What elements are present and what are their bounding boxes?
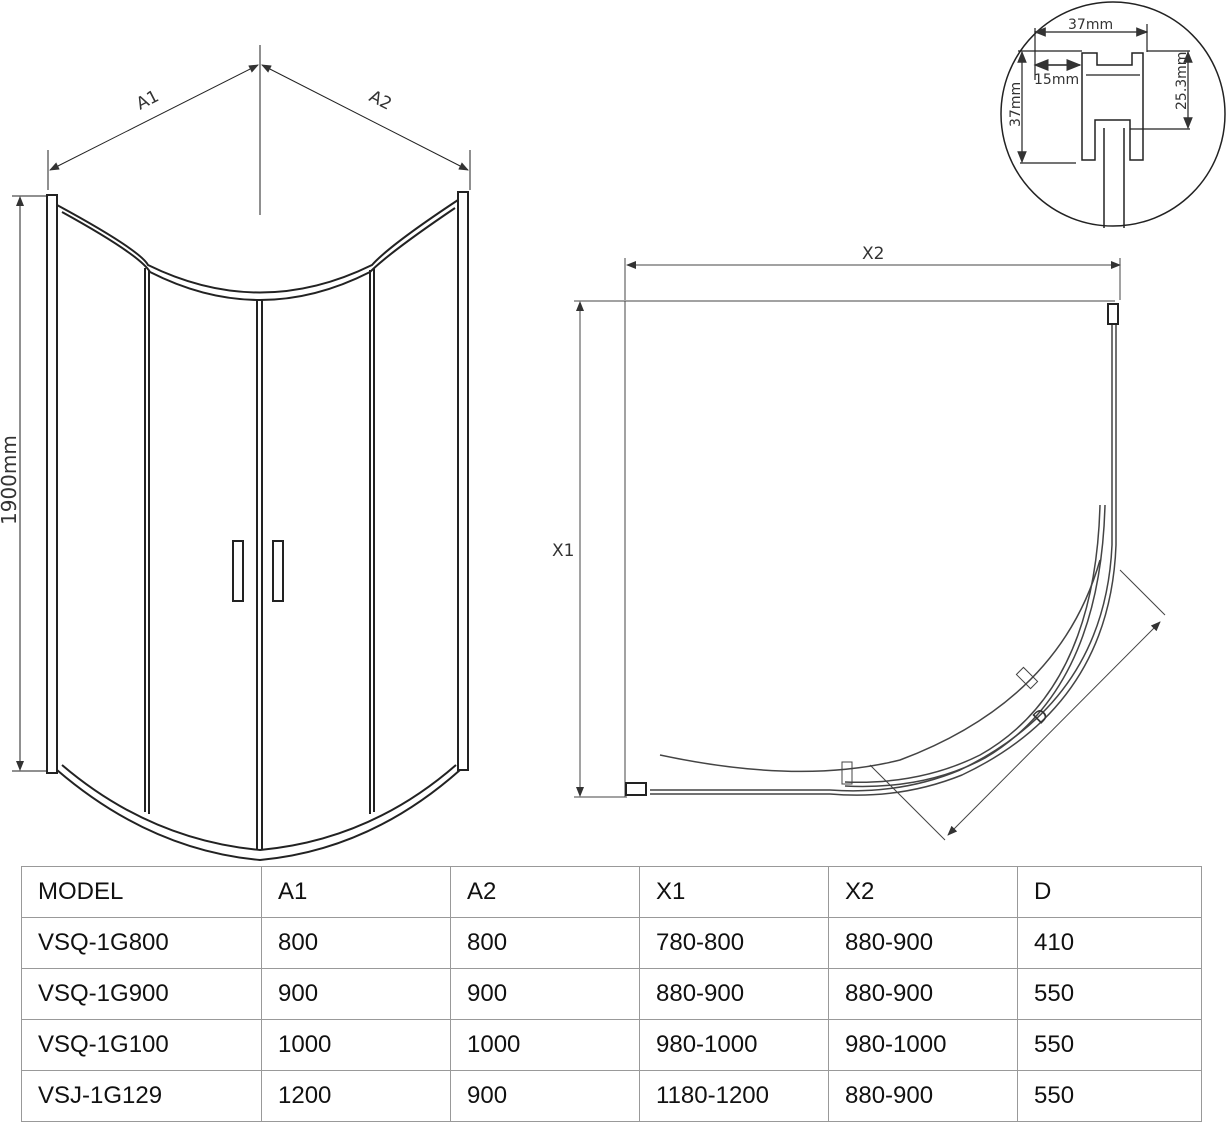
elevation-view	[12, 45, 471, 862]
label-x2: X2	[862, 244, 884, 264]
cell-a2: 800	[450, 917, 640, 969]
cell-d: 550	[1017, 1070, 1202, 1122]
cell-x1: 880-900	[639, 968, 829, 1020]
table-row: VSQ-1G900 900 900 880-900 880-900 550	[21, 968, 1202, 1020]
label-profile-width: 37mm	[1068, 17, 1113, 33]
table-row: VSJ-1G129 1200 900 1180-1200 880-900 550	[21, 1070, 1202, 1122]
cell-x1: 1180-1200	[639, 1070, 829, 1122]
label-profile-height: 37mm	[1008, 82, 1024, 127]
cell-x2: 880-900	[828, 1070, 1018, 1122]
cell-x2: 880-900	[828, 968, 1018, 1020]
plan-view	[574, 258, 1166, 841]
cell-a1: 800	[261, 917, 451, 969]
table-header-row: MODEL A1 A2 X1 X2 D	[21, 866, 1202, 918]
technical-drawing: A1 A2 1900mm X2 X1 D	[0, 1, 1226, 862]
door-handle-right	[272, 540, 284, 602]
cell-model: VSJ-1G129	[21, 1070, 262, 1122]
header-a1: A1	[261, 866, 451, 918]
cell-d: 410	[1017, 917, 1202, 969]
label-height: 1900mm	[0, 435, 21, 525]
label-a2: A2	[366, 87, 395, 115]
label-a1: A1	[133, 86, 162, 114]
cell-x1: 980-1000	[639, 1019, 829, 1071]
header-x2: X2	[828, 866, 1018, 918]
cell-model: VSQ-1G900	[21, 968, 262, 1020]
header-model: MODEL	[21, 866, 262, 918]
header-d: D	[1017, 866, 1202, 918]
cell-x2: 980-1000	[828, 1019, 1018, 1071]
cell-d: 550	[1017, 968, 1202, 1020]
cell-a2: 900	[450, 1070, 640, 1122]
cell-a2: 900	[450, 968, 640, 1020]
cell-x1: 780-800	[639, 917, 829, 969]
label-profile-gap: 15mm	[1034, 72, 1079, 88]
cell-model: VSQ-1G800	[21, 917, 262, 969]
cell-d: 550	[1017, 1019, 1202, 1071]
cell-a1: 900	[261, 968, 451, 1020]
door-handle-left	[232, 540, 244, 602]
profile-detail	[1000, 1, 1226, 228]
model-spec-table: MODEL A1 A2 X1 X2 D VSQ-1G800 800 800 78…	[21, 866, 1202, 1122]
cell-a2: 1000	[450, 1019, 640, 1071]
cell-x2: 880-900	[828, 917, 1018, 969]
cell-a1: 1200	[261, 1070, 451, 1122]
cell-a1: 1000	[261, 1019, 451, 1071]
dimension-a1-line	[49, 64, 259, 171]
label-profile-inner-height: 25.3mm	[1174, 52, 1190, 110]
label-d: D	[1029, 705, 1052, 728]
label-x1: X1	[552, 541, 574, 561]
cell-model: VSQ-1G100	[21, 1019, 262, 1071]
table-row: VSQ-1G100 1000 1000 980-1000 980-1000 55…	[21, 1019, 1202, 1071]
header-x1: X1	[639, 866, 829, 918]
table-row: VSQ-1G800 800 800 780-800 880-900 410	[21, 917, 1202, 969]
header-a2: A2	[450, 866, 640, 918]
dimension-a2-line	[261, 64, 469, 171]
dimension-d-line	[947, 621, 1161, 836]
